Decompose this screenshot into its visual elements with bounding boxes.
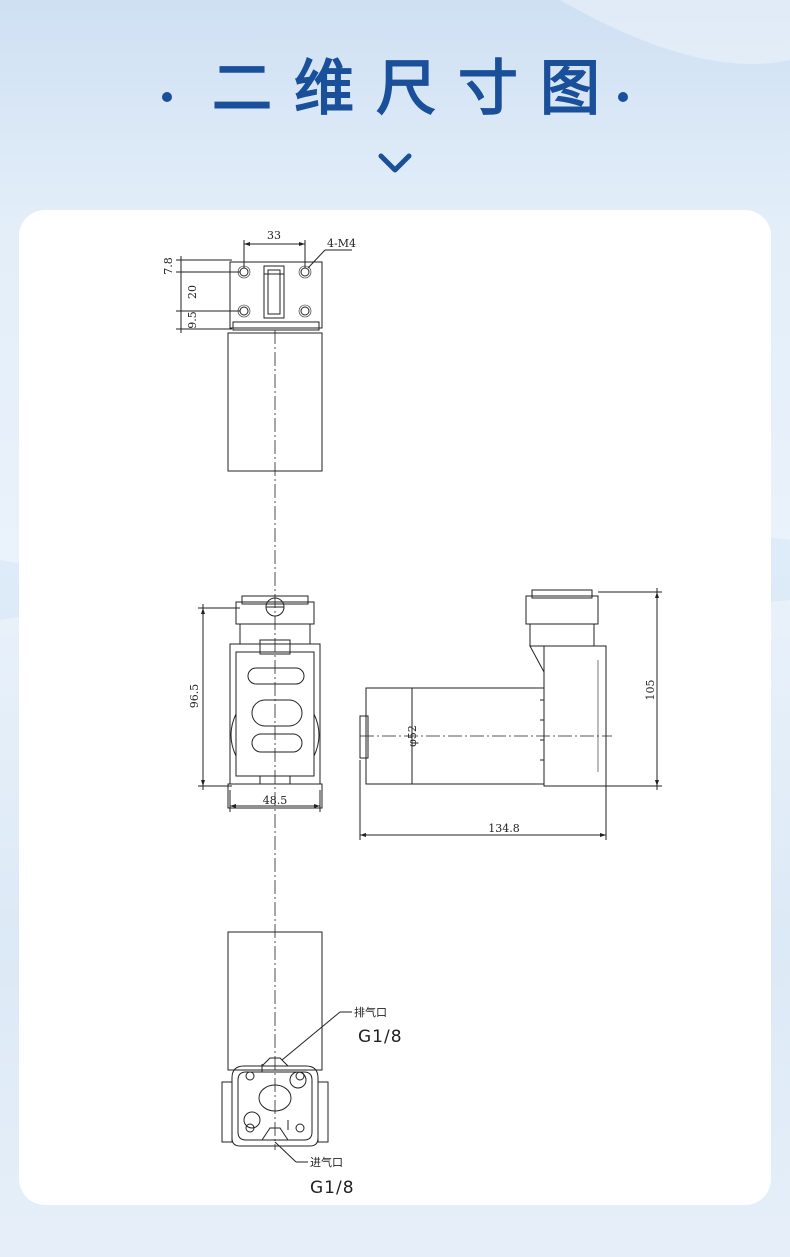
dim-v1: 7.8 (162, 257, 175, 275)
drawing-card (19, 210, 771, 1205)
title-dot-left (162, 91, 172, 102)
dim-front-height: 96.5 (188, 684, 201, 709)
dim-top-width: 33 (267, 229, 281, 242)
dim-side-height: 105 (644, 680, 657, 701)
side-view (359, 588, 662, 840)
outlet-thread: G1/8 (358, 1027, 403, 1047)
top-view (176, 240, 352, 472)
dim-thread: 4-M4 (327, 237, 356, 250)
bottom-view (221, 931, 352, 1163)
inlet-label: 进气口 (310, 1155, 343, 1169)
page-header: 二维尺寸图 (0, 40, 790, 127)
inlet-thread: G1/8 (310, 1178, 355, 1198)
dim-diameter: φ52 (406, 725, 419, 747)
front-view (198, 595, 323, 812)
outlet-label: 排气口 (354, 1005, 387, 1019)
chevron-down-icon (378, 153, 412, 173)
dim-v3: 9.5 (186, 311, 199, 329)
dim-side-length: 134.8 (488, 822, 520, 835)
page-title: 二维尺寸图 (212, 54, 622, 124)
dim-front-width: 48.5 (263, 794, 288, 807)
dim-v2: 20 (186, 285, 199, 299)
title-dot-right (618, 91, 628, 102)
